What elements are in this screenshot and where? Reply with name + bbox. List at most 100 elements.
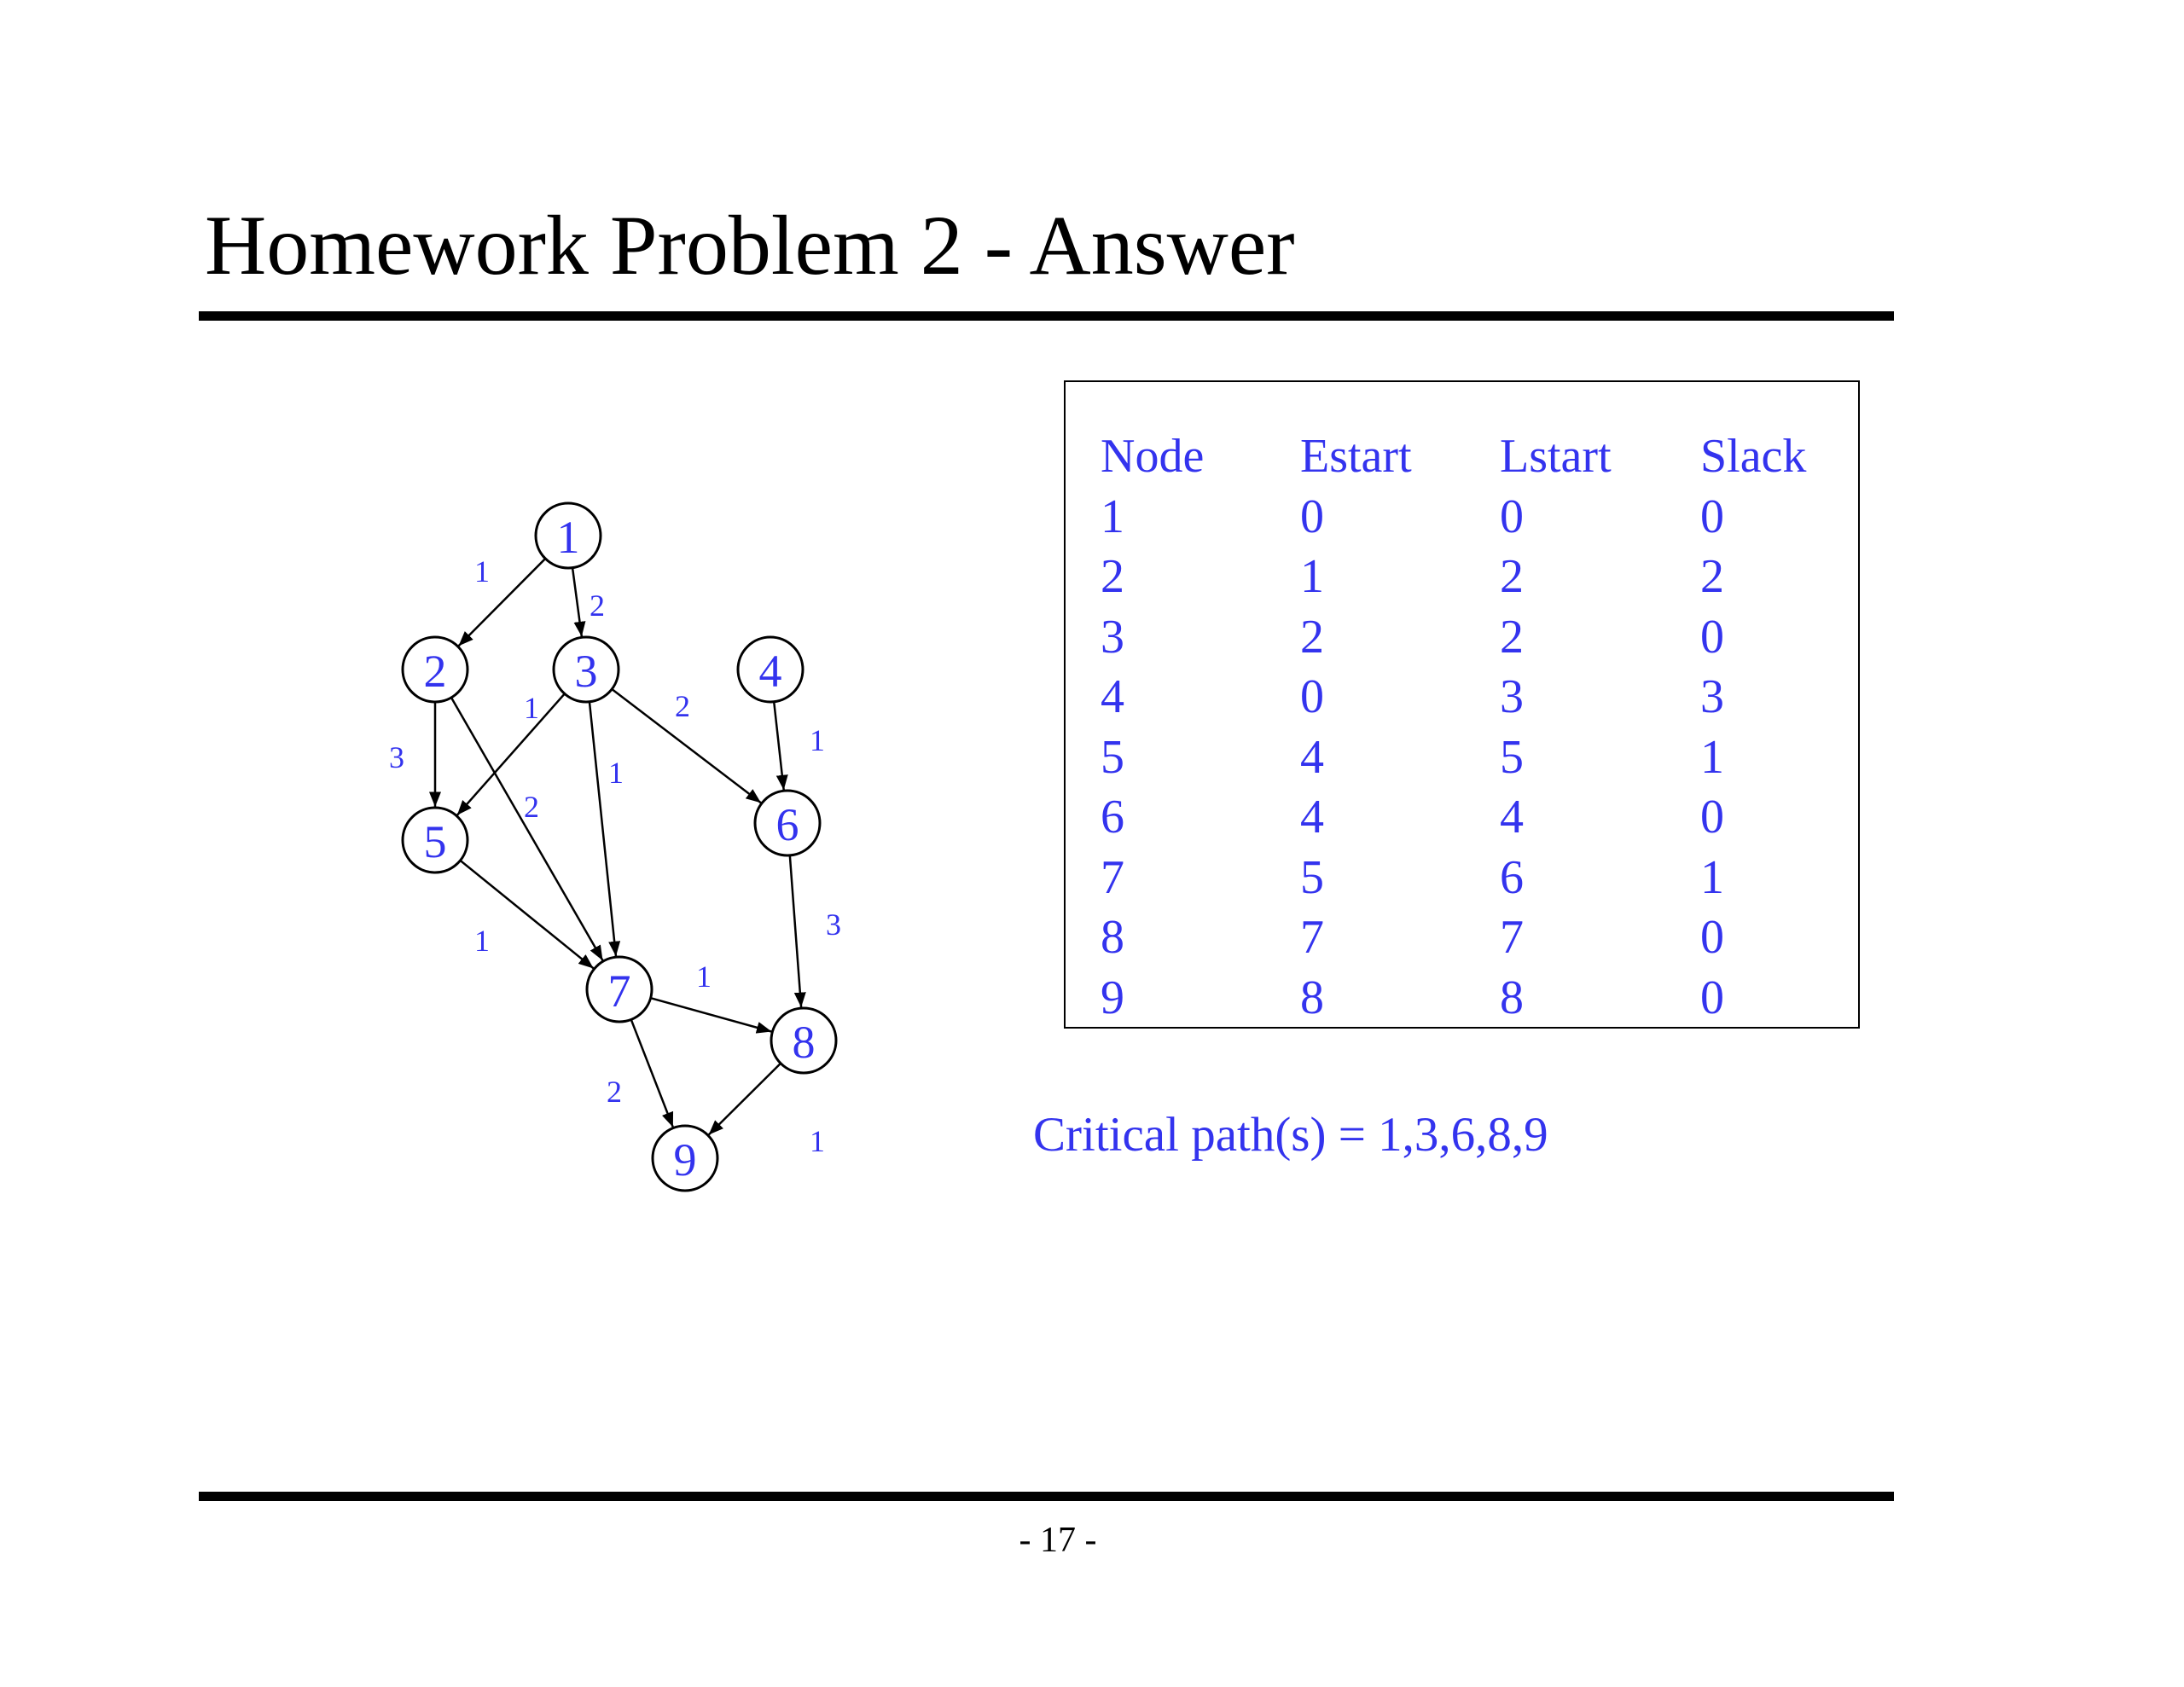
table-cell-node: 7	[1101, 850, 1124, 904]
edge-weight-3-6: 2	[675, 689, 690, 723]
table-cell-node: 6	[1101, 791, 1124, 844]
node-9: 9	[651, 1124, 719, 1192]
table-cell-estart: 0	[1300, 670, 1324, 723]
node-6: 6	[753, 789, 822, 857]
table-cell-estart: 4	[1300, 791, 1324, 844]
table-cell-estart: 2	[1300, 610, 1324, 664]
edge-1-2	[457, 558, 547, 647]
edges-layer	[429, 558, 806, 1136]
edge-weight-1-2: 1	[474, 554, 490, 588]
edge-weight-2-7: 2	[524, 790, 539, 824]
edge-weight-6-8: 3	[826, 907, 841, 942]
table-cell-lstart: 0	[1500, 490, 1524, 543]
edge-7-8	[650, 996, 772, 1034]
edge-7-9	[630, 1018, 675, 1128]
table-cell-slack: 0	[1700, 610, 1724, 664]
title-divider	[199, 311, 1894, 321]
node-8: 8	[770, 1006, 838, 1075]
node-label-1: 1	[557, 512, 580, 563]
table-cell-slack: 0	[1700, 490, 1724, 543]
table-cell-slack: 1	[1700, 730, 1724, 784]
edge-weight-5-7: 1	[474, 924, 490, 958]
node-circle-4	[736, 635, 804, 704]
footer-divider	[199, 1492, 1894, 1501]
table-header-node: Node	[1101, 430, 1205, 483]
node-3: 3	[552, 635, 620, 704]
node-label-5: 5	[424, 816, 447, 867]
node-label-4: 4	[759, 646, 782, 697]
table-cell-node: 5	[1101, 730, 1124, 784]
table-cell-slack: 0	[1700, 911, 1724, 964]
edge-6-8	[788, 855, 806, 1008]
table-cell-lstart: 8	[1500, 971, 1524, 1024]
edge-weight-3-5: 1	[524, 691, 539, 725]
table-header-estart: Estart	[1300, 430, 1412, 483]
node-circle-8	[770, 1006, 838, 1075]
node-4: 4	[736, 635, 804, 704]
table-cell-slack: 2	[1700, 550, 1724, 603]
table-cell-lstart: 2	[1500, 610, 1524, 664]
node-label-9: 9	[674, 1134, 697, 1186]
edge-4-6	[772, 701, 788, 791]
table-cell-lstart: 3	[1500, 670, 1524, 723]
node-7: 7	[585, 955, 653, 1023]
edge-weight-7-8: 1	[696, 959, 712, 994]
node-1: 1	[534, 501, 602, 570]
node-label-2: 2	[424, 646, 447, 697]
node-circle-9	[651, 1124, 719, 1192]
edge-5-7	[459, 859, 595, 970]
table-cell-estart: 1	[1300, 550, 1324, 603]
edge-3-7	[588, 701, 621, 957]
table-cell-lstart: 7	[1500, 911, 1524, 964]
table-cell-estart: 5	[1300, 850, 1324, 904]
edge-3-6	[611, 688, 762, 804]
page-number: - 17 -	[1019, 1521, 1097, 1560]
table-cell-node: 2	[1101, 550, 1124, 603]
slack-table-frame	[1064, 380, 1860, 1029]
slide-title: Homework Problem 2 - Answer	[205, 198, 1295, 293]
edge-8-9	[707, 1062, 781, 1136]
node-label-8: 8	[793, 1017, 816, 1068]
node-label-6: 6	[776, 799, 799, 850]
node-5: 5	[401, 806, 469, 874]
table-cell-slack: 3	[1700, 670, 1724, 723]
table-cell-node: 9	[1101, 971, 1124, 1024]
table-cell-lstart: 4	[1500, 791, 1524, 844]
edge-1-3	[571, 567, 586, 637]
table-cell-estart: 7	[1300, 911, 1324, 964]
table-cell-slack: 0	[1700, 971, 1724, 1024]
edge-3-5	[456, 693, 566, 816]
node-circle-6	[753, 789, 822, 857]
table-cell-estart: 4	[1300, 730, 1324, 784]
critical-path-text: Critical path(s) = 1,3,6,8,9	[1033, 1108, 1548, 1162]
table-cell-estart: 8	[1300, 971, 1324, 1024]
table-cell-node: 1	[1101, 490, 1124, 543]
node-circle-7	[585, 955, 653, 1023]
node-circle-5	[401, 806, 469, 874]
table-cell-node: 4	[1101, 670, 1124, 723]
node-circle-3	[552, 635, 620, 704]
table-cell-slack: 1	[1700, 850, 1724, 904]
table-cell-lstart: 6	[1500, 850, 1524, 904]
table-cell-estart: 0	[1300, 490, 1324, 543]
edge-weight-7-9: 2	[607, 1075, 622, 1109]
table-cell-slack: 0	[1700, 791, 1724, 844]
edge-weight-8-9: 1	[810, 1124, 825, 1158]
edge-weight-1-3: 2	[590, 588, 605, 623]
edge-weight-4-6: 1	[810, 723, 825, 757]
node-label-3: 3	[575, 646, 598, 697]
edge-weight-2-5: 3	[389, 740, 404, 774]
table-cell-lstart: 5	[1500, 730, 1524, 784]
node-2: 2	[401, 635, 469, 704]
table-header-slack: Slack	[1700, 430, 1807, 483]
table-header-lstart: Lstart	[1500, 430, 1612, 483]
node-circle-1	[534, 501, 602, 570]
node-label-7: 7	[608, 965, 631, 1017]
node-circle-2	[401, 635, 469, 704]
edge-2-7	[450, 697, 604, 961]
table-cell-lstart: 2	[1500, 550, 1524, 603]
